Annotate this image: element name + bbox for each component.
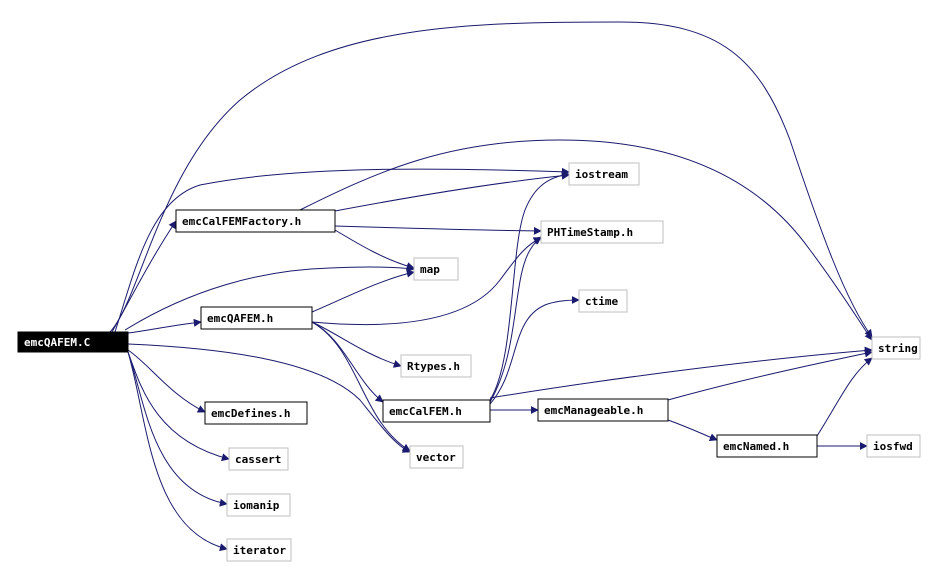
node-box — [578, 289, 628, 313]
node-label: iomanip — [233, 499, 280, 512]
edge-emccalfem-h-to-phtimestamp-h — [489, 236, 542, 403]
edge-emcqafem-c-to-iostream — [114, 167, 570, 333]
node-box — [409, 445, 464, 469]
node-box — [226, 493, 291, 517]
node-label: vector — [416, 451, 456, 464]
edge-emcqafem-h-to-rtypes-h — [311, 321, 402, 368]
node-box — [204, 401, 308, 425]
node-box — [716, 434, 818, 458]
node-box — [871, 336, 921, 360]
edge-emcmanageable-h-to-emcnamed-h — [667, 419, 718, 441]
node-label: emcNamed.h — [723, 440, 789, 453]
node-label: PHTimeStamp.h — [547, 226, 633, 239]
edge-emcqafem-c-to-iterator — [127, 351, 228, 552]
edge-emcnamed-h-to-string — [816, 357, 873, 437]
edge-emccalfemfactory-h-to-iostream — [334, 171, 570, 212]
edge-emcqafem-c-to-string — [109, 21, 873, 338]
node-map: map — [413, 257, 459, 281]
node-iomanip: iomanip — [226, 493, 291, 517]
node-rtypes-h: Rtypes.h — [400, 354, 472, 378]
edge-emcqafem-c-to-vector — [127, 343, 411, 453]
node-box — [382, 399, 491, 423]
node-ctime: ctime — [578, 289, 628, 313]
node-label: iterator — [233, 544, 286, 557]
edge-emcqafem-c-to-map — [124, 264, 415, 331]
edge-emccalfem-h-to-ctime — [489, 296, 580, 405]
node-vector: vector — [409, 445, 464, 469]
node-label: Rtypes.h — [407, 360, 460, 373]
node-box — [537, 398, 669, 422]
node-emcqafem-h[interactable]: emcQAFEM.h — [200, 306, 313, 330]
node-label: emcCalFEM.h — [389, 405, 462, 418]
node-label: emcCalFEMFactory.h — [182, 215, 301, 228]
node-label: iostream — [575, 168, 628, 181]
node-box — [175, 209, 336, 233]
edge-emcqafem-h-to-map — [311, 269, 415, 313]
node-iostream: iostream — [568, 162, 640, 186]
node-box — [226, 538, 292, 562]
edge-emcmanageable-h-to-string — [667, 349, 873, 401]
node-box — [200, 306, 313, 330]
node-label: emcQAFEM.h — [207, 312, 273, 325]
edge-emcqafem-c-to-iomanip — [127, 351, 228, 507]
node-emccalfem-h[interactable]: emcCalFEM.h — [382, 399, 491, 423]
edge-emccalfemfactory-h-to-map — [334, 229, 415, 270]
node-iosfwd: iosfwd — [866, 434, 921, 458]
node-label: iosfwd — [873, 440, 913, 453]
node-phtimestamp-h: PHTimeStamp.h — [540, 220, 664, 244]
node-label: ctime — [585, 295, 618, 308]
node-box — [568, 162, 640, 186]
edge-emcqafem-c-to-emccalfemfactory-h — [111, 220, 177, 333]
edge-emccalfemfactory-h-to-string — [299, 139, 873, 341]
node-label: cassert — [235, 453, 281, 466]
edge-emccalfem-h-to-string — [489, 346, 873, 399]
node-label: map — [420, 263, 440, 276]
edge-emcqafem-c-to-emcqafem-h — [127, 318, 202, 334]
node-emcmanageable-h[interactable]: emcManageable.h — [537, 398, 669, 422]
node-label: emcDefines.h — [211, 407, 290, 420]
node-box — [540, 220, 664, 244]
edge-emccalfemfactory-h-to-phtimestamp-h — [334, 225, 542, 235]
nodes-layer: emcQAFEM.C emcCalFEMFactory.h emcQAFEM.h em… — [17, 162, 921, 562]
node-box — [228, 447, 289, 471]
node-box — [17, 331, 129, 353]
node-box — [866, 434, 921, 458]
node-emcqafem-c[interactable]: emcQAFEM.C — [17, 331, 129, 353]
edge-emcqafem-h-to-phtimestamp-h — [311, 237, 542, 326]
node-emcnamed-h[interactable]: emcNamed.h — [716, 434, 818, 458]
node-string: string — [871, 336, 921, 360]
node-emcdefines-h[interactable]: emcDefines.h — [204, 401, 308, 425]
edges-layer — [109, 21, 873, 552]
node-iterator: iterator — [226, 538, 292, 562]
node-emccalfemfactory-h[interactable]: emcCalFEMFactory.h — [175, 209, 336, 233]
node-label: emcQAFEM.C — [24, 336, 90, 349]
node-label: emcManageable.h — [544, 404, 643, 417]
node-label: string — [878, 342, 918, 355]
node-box — [413, 257, 459, 281]
node-cassert: cassert — [228, 447, 289, 471]
node-box — [400, 354, 472, 378]
edge-emcqafem-h-to-vector — [311, 321, 411, 452]
edge-emccalfem-h-to-iostream — [489, 171, 570, 401]
edge-emcqafem-c-to-emcdefines-h — [127, 349, 206, 413]
